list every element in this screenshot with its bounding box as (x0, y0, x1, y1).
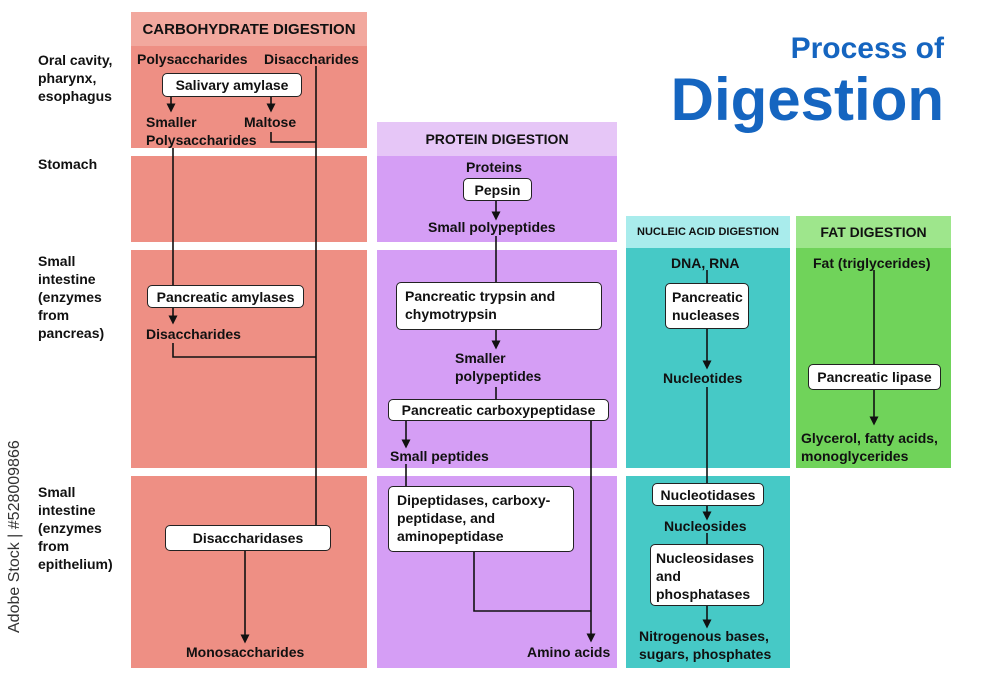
nucleic-header-bg (626, 216, 790, 248)
protein-polypeptides: polypeptides (455, 368, 542, 384)
dipept-line2: peptidase, and (397, 510, 496, 526)
disaccharidases-box: Disaccharidases (165, 525, 331, 551)
carboxypeptidase-box: Pancreatic carboxypeptidase (388, 399, 609, 421)
nucleic-nucleotides: Nucleotides (663, 370, 743, 386)
carb-polysaccharides2: Polysaccharides (146, 132, 257, 148)
fat-header-bg (796, 216, 951, 248)
fat-triglycerides: Fat (triglycerides) (813, 255, 931, 271)
pepsin-box: Pepsin (463, 178, 532, 201)
nucleic-bases-line2: sugars, phosphates (639, 646, 772, 662)
trypsin-line2: chymotrypsin (405, 306, 497, 322)
protein-smaller: Smaller (455, 350, 506, 366)
salivary-amylase-box: Salivary amylase (162, 73, 302, 97)
dipept-line1: Dipeptidases, carboxy- (397, 492, 551, 508)
nucleases-line2: nucleases (672, 307, 740, 323)
carb-monosaccharides: Monosaccharides (186, 644, 305, 660)
nucleic-bases-line1: Nitrogenous bases, (639, 628, 769, 644)
trypsin-line1: Pancreatic trypsin and (405, 288, 556, 304)
nucleosidases-line1: Nucleosidases (656, 550, 755, 566)
carb-polysaccharides: Polysaccharides (137, 51, 248, 67)
organ-small-pancreas: Small intestine (enzymes from pancreas) (38, 253, 105, 341)
protein-header: PROTEIN DIGESTION (425, 131, 569, 147)
dipept-line3: aminopeptidase (397, 528, 504, 544)
carb-disaccharides-top: Disaccharides (264, 51, 359, 67)
dipeptidases-box: Dipeptidases, carboxy- peptidase, and am… (388, 486, 574, 552)
trypsin-box: Pancreatic trypsin and chymotrypsin (396, 282, 602, 330)
protein-small-polypeptides: Small polypeptides (428, 219, 556, 235)
pancreatic-amylases-box: Pancreatic amylases (147, 285, 304, 308)
protein-amino-acids: Amino acids (527, 644, 611, 660)
nucleosidases-line2: and (656, 568, 681, 584)
nucleic-nucleosides: Nucleosides (664, 518, 747, 534)
organ-oral: Oral cavity, pharynx, esophagus (38, 52, 113, 104)
nucleotidases-box: Nucleotidases (652, 483, 764, 506)
nucleases-line1: Pancreatic (672, 289, 743, 305)
fat-products-line2: monoglycerides (801, 448, 909, 464)
protein-header-bg (377, 122, 617, 156)
nucleic-header: NUCLEIC ACID DIGESTION (637, 226, 779, 238)
title-line1: Process of (790, 32, 944, 65)
carb-smaller: Smaller (146, 114, 197, 130)
organ-stomach: Stomach (38, 156, 98, 172)
carb-row2-bg (131, 156, 367, 242)
pancreatic-lipase-box: Pancreatic lipase (808, 364, 941, 390)
nucleic-dna-rna: DNA, RNA (671, 255, 740, 271)
protein-small-peptides: Small peptides (390, 448, 489, 464)
nucleosidases-line3: phosphatases (656, 586, 751, 602)
carb-maltose: Maltose (244, 114, 297, 130)
organ-small-epithelium: Small intestine (enzymes from epithelium… (38, 484, 113, 572)
carb-disaccharides: Disaccharides (146, 326, 241, 342)
title-line2: Digestion (670, 66, 944, 133)
carb-header-bg (131, 12, 367, 46)
fat-header: FAT DIGESTION (820, 224, 927, 240)
fat-products-line1: Glycerol, fatty acids, (801, 430, 938, 446)
carb-header: CARBOHYDRATE DIGESTION (142, 20, 356, 38)
nucleases-box: Pancreatic nucleases (665, 283, 749, 329)
nucleosidases-box: Nucleosidases and phosphatases (650, 544, 764, 606)
protein-proteins: Proteins (466, 159, 523, 175)
